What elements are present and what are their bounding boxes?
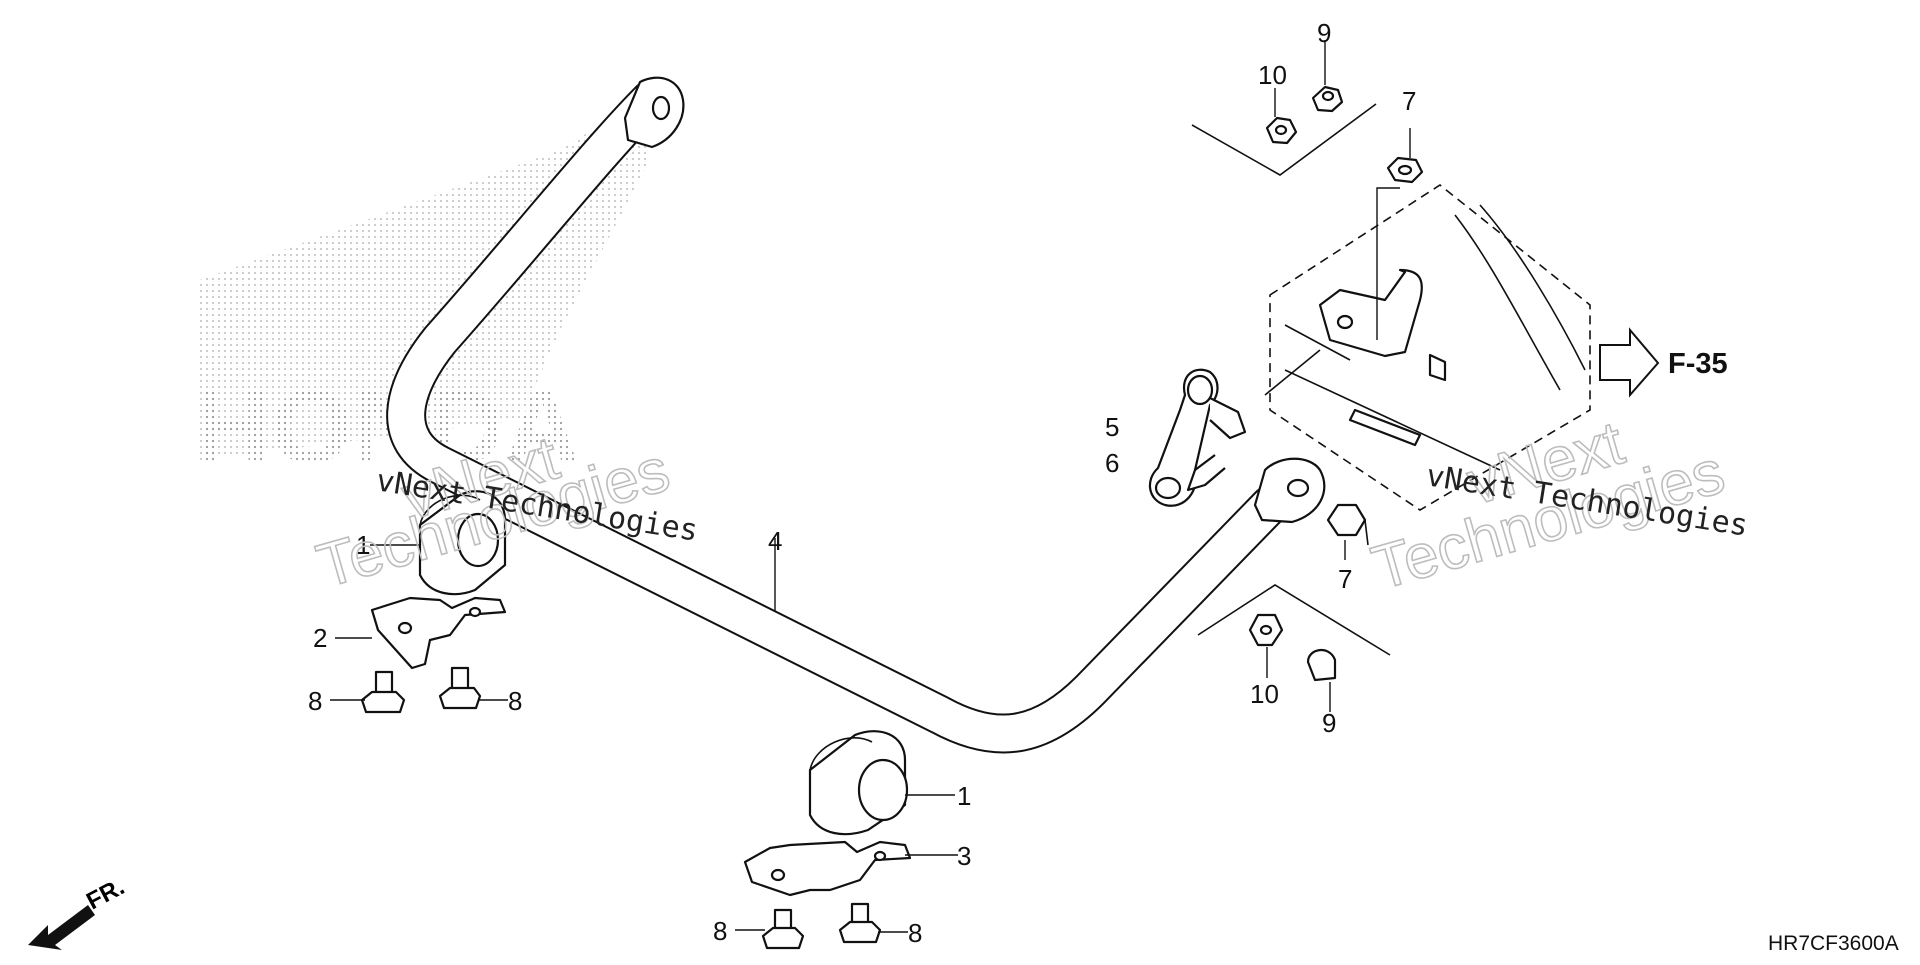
callout-6: 6: [1105, 448, 1119, 478]
bolt-8-right-a: [761, 908, 805, 950]
front-direction-arrow: FR.: [28, 873, 129, 950]
callout-1: 1: [957, 781, 971, 811]
bushing-left: [418, 490, 507, 596]
callout-8: 8: [508, 686, 522, 716]
bracket-right: [743, 840, 912, 897]
callout-9: 9: [1317, 18, 1331, 48]
nut-7-lower: [1326, 503, 1369, 546]
inset-top: [1191, 85, 1377, 176]
callout-9: 9: [1322, 708, 1336, 738]
diagram-code: HR7CF3600A: [1768, 932, 1899, 955]
stabilizer-link: [1148, 368, 1247, 507]
callout-2: 2: [313, 623, 327, 653]
stabilizer-bar: [386, 76, 1326, 754]
nut-7-top: [1376, 156, 1424, 340]
callout-10: 10: [1250, 679, 1279, 709]
callout-7: 7: [1402, 86, 1416, 116]
callout-1: 1: [356, 530, 370, 560]
reference-label: F-35: [1668, 348, 1728, 380]
callout-7: 7: [1338, 564, 1352, 594]
watermark-right: vNext Technologies vNext Technologies: [1364, 408, 1750, 605]
callout-3: 3: [957, 841, 971, 871]
callout-4: 4: [768, 526, 782, 556]
callout-numbers: 1 1 2 3 4 5 6 7 7 8 8 8 8 9 9 10 10: [308, 18, 1416, 948]
bracket-left: [370, 596, 507, 670]
inset-bottom: [1197, 584, 1391, 682]
bushing-right: [808, 730, 909, 836]
callout-8: 8: [713, 916, 727, 946]
callout-8: 8: [308, 686, 322, 716]
callout-10: 10: [1258, 60, 1287, 90]
bolt-8-left-a: [360, 670, 406, 714]
callout-5: 5: [1105, 412, 1119, 442]
bolt-8-left-b: [438, 666, 482, 710]
bolt-8-right-b: [838, 902, 882, 944]
callout-8: 8: [908, 918, 922, 948]
body-bracket-detail: [1264, 184, 1591, 511]
leader-lines: [330, 40, 1411, 933]
honda-logo-watermark: HONDA: [195, 100, 650, 486]
reference-arrow: [1599, 327, 1660, 398]
